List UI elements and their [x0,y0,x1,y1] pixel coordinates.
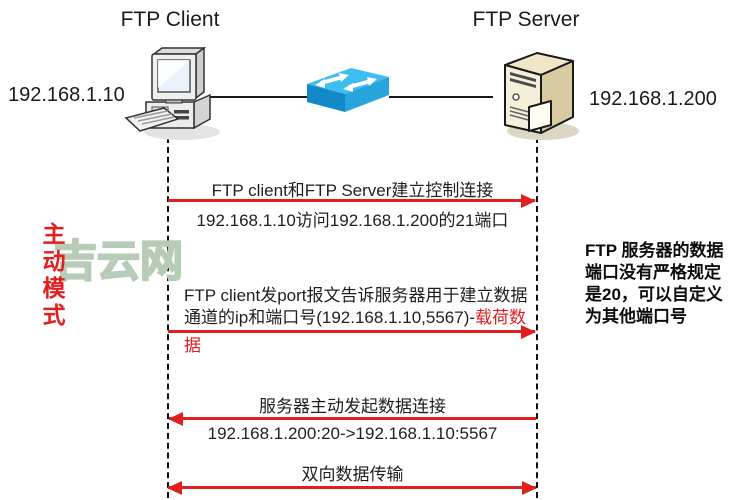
arrowhead-left-icon [167,480,182,495]
msg2-port-command-label: FTP client发port报文告诉服务器用于建立数据 通道的ip和端口号(1… [184,285,542,357]
msg2-line2: 通道的ip和端口号(192.168.1.10,5567)-载荷数 [184,307,542,329]
msg1-arrow-right [168,193,536,208]
msg2-line1: FTP client发port报文告诉服务器用于建立数据 [184,286,528,305]
cable-client-switch [207,96,311,98]
client-title: FTP Client [120,8,220,31]
msg2-line2-red: 载荷数 [475,308,527,327]
msg4-bidirectional-label: 双向数据传输 [301,465,404,484]
cable-switch-server [389,96,493,98]
note-line: 端口没有严格规定 [585,263,721,282]
server-lifeline [536,137,538,498]
msg2-line2-black: 通道的ip和端口号(192.168.1.10,5567)- [184,308,476,327]
server-title: FTP Server [472,8,580,31]
client-lifeline [167,137,169,498]
arrowhead-right-icon [522,480,537,495]
client-ip-label: 192.168.1.10 [8,84,125,106]
server-icon [504,52,579,140]
active-mode-label: 主动模式 [39,222,65,330]
msg4-arrow-both [167,480,537,495]
msg2-arrow-right [168,324,536,339]
msg3-data-connection-label: 服务器主动发起数据连接 [259,397,446,416]
note-line: FTP 服务器的数据 [585,241,724,260]
note-line: 为其他端口号 [585,307,687,326]
switch-icon [307,68,389,112]
msg1-control-connection-label: FTP client和FTP Server建立控制连接 [211,181,494,200]
watermark: 吉云网 [53,237,184,287]
msg2-line3-red: 据 [184,336,201,355]
arrowhead-right-icon [521,193,536,208]
msg1-port21-sublabel: 192.168.1.10访问192.168.1.200的21端口 [196,211,509,230]
arrowhead-right-icon [521,324,536,339]
arrowhead-left-icon [168,411,183,426]
server-ip-label: 192.168.1.200 [589,88,717,110]
data-port-note: FTP 服务器的数据 端口没有严格规定 是20，可以自定义 为其他端口号 [585,240,745,328]
msg3-arrow-left [168,411,536,426]
client-computer-icon [124,46,220,140]
msg3-ports-sublabel: 192.168.1.200:20->192.168.1.10:5567 [207,424,498,443]
note-line: 是20，可以自定义 [585,285,723,304]
